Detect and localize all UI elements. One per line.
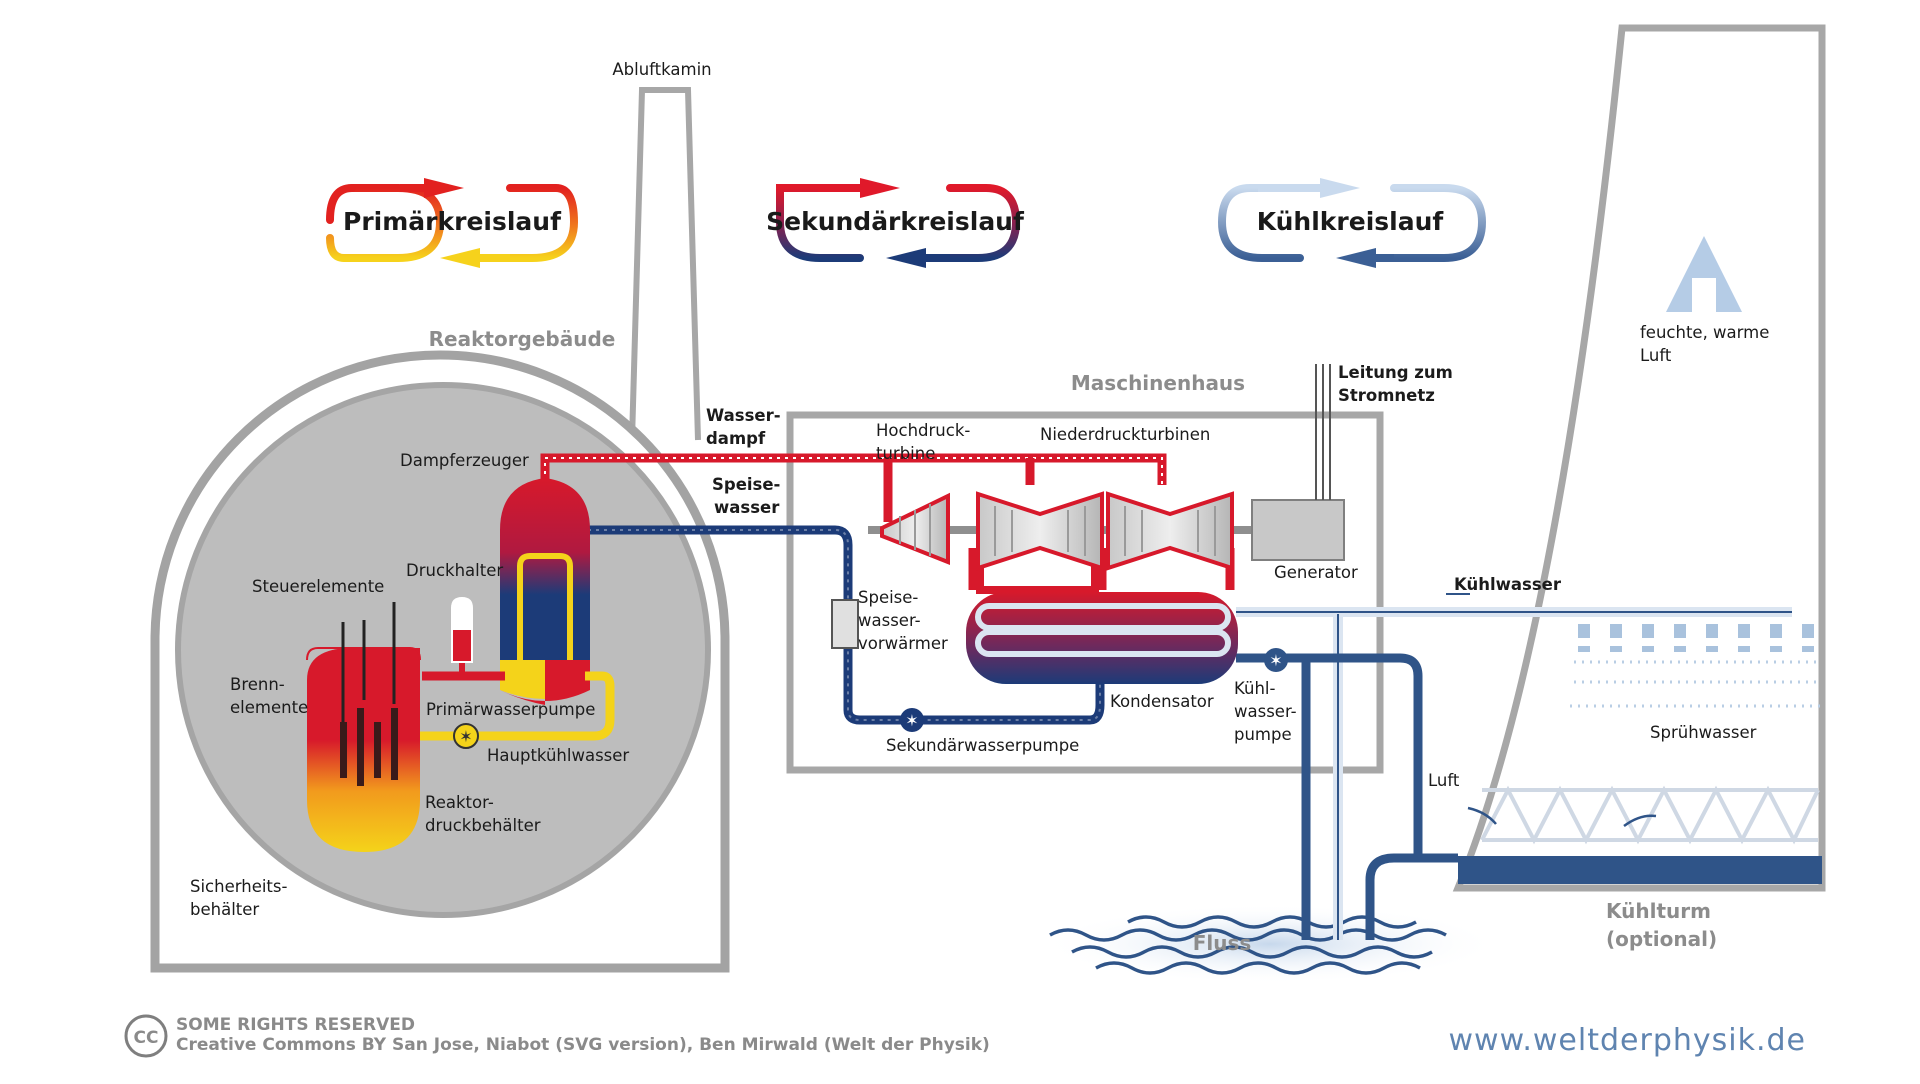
cooling-cycle-legend: Kühlkreislauf	[1217, 178, 1487, 268]
cooling-tower-label-1: Kühlturm	[1606, 899, 1711, 923]
cooling-pump-label-1: Kühl-	[1234, 679, 1275, 698]
feedwater-label-2: wasser	[714, 498, 780, 517]
preheater-label-3: vorwärmer	[858, 634, 948, 653]
chimney-label: Abluftkamin	[612, 60, 711, 79]
cooling-tower	[1452, 24, 1826, 892]
exhaust-chimney	[629, 87, 701, 441]
steam-generator-label: Dampferzeuger	[400, 451, 529, 470]
condenser	[966, 592, 1238, 684]
cooling-tower-label-2: (optional)	[1606, 927, 1717, 951]
condenser-label: Kondensator	[1110, 692, 1214, 711]
cooling-pipes	[1104, 593, 1792, 940]
primary-cycle-legend: Primärkreislauf	[326, 178, 579, 268]
pressurizer-label: Druckhalter	[406, 561, 503, 580]
humid-air-label-1: feuchte, warme	[1640, 323, 1769, 342]
containment-label-2: behälter	[190, 900, 259, 919]
river	[1040, 904, 1500, 984]
reactor-vessel-label-2: druckbehälter	[425, 816, 541, 835]
cooling-pump-label-2: wasser-	[1234, 702, 1297, 721]
air-arrow-right	[1623, 814, 1657, 828]
control-rods-label: Steuerelemente	[252, 577, 384, 596]
cooling-water-label: Kühlwasser	[1454, 575, 1562, 594]
fuel-elements	[340, 708, 398, 786]
air-arrow-left	[1467, 806, 1497, 825]
hp-turbine-label-1: Hochdruck-	[876, 421, 970, 440]
spray-water-label: Sprühwasser	[1650, 723, 1757, 742]
humid-air-arrow	[1666, 236, 1742, 312]
primary-water-pump: ✶	[453, 723, 479, 749]
humid-air-label-2: Luft	[1640, 346, 1672, 365]
grid-line-label-1: Leitung zum	[1338, 363, 1453, 382]
secondary-pump-label: Sekundärwasserpumpe	[886, 736, 1079, 755]
lp-turbine-1	[976, 491, 1104, 571]
preheater-label-2: wasser-	[858, 611, 921, 630]
spray-nozzles	[1578, 624, 1814, 652]
svg-text:✶: ✶	[459, 727, 472, 746]
generator	[1251, 499, 1345, 561]
containment-label-1: Sicherheits-	[190, 877, 287, 896]
svg-text:✶: ✶	[905, 711, 918, 730]
reactor-building-label: Reaktorgebäude	[429, 327, 616, 351]
secondary-cycle-legend: Sekundärkreislauf	[766, 178, 1025, 268]
cc-icon	[124, 1014, 168, 1058]
feedwater-label-1: Speise-	[712, 475, 780, 494]
secondary-cycle-label: Sekundärkreislauf	[766, 207, 1025, 236]
main-coolant-label: Hauptkühlwasser	[487, 746, 629, 765]
credit-text: Creative Commons BY San Jose, Niabot (SV…	[176, 1035, 990, 1055]
lp-turbines-label: Niederdruckturbinen	[1040, 425, 1210, 444]
fuel-elements-label-2: elemente	[230, 698, 308, 717]
cooling-water-pump: ✶	[1264, 648, 1288, 672]
steam-generator	[500, 478, 590, 690]
svg-text:CC: CC	[134, 1028, 159, 1048]
cooling-cycle-label: Kühlkreislauf	[1257, 207, 1445, 236]
rights-text: SOME RIGHTS RESERVED	[176, 1015, 415, 1035]
machine-house-label: Maschinenhaus	[1071, 371, 1245, 395]
steam-label-1: Wasser-	[706, 406, 781, 425]
grid-line	[1315, 364, 1331, 500]
primary-circuit: ✶	[306, 478, 615, 852]
svg-text:✶: ✶	[1269, 651, 1282, 670]
fuel-elements-label-1: Brenn-	[230, 675, 285, 694]
turbines	[868, 364, 1345, 571]
secondary-pump: ✶	[900, 708, 924, 732]
grid-line-label-2: Stromnetz	[1338, 386, 1435, 405]
steam-label-2: dampf	[706, 429, 766, 448]
cc-license: CC SOME RIGHTS RESERVED Creative Commons…	[124, 1014, 990, 1058]
control-rods	[341, 602, 396, 722]
cooling-pump-label-3: pumpe	[1234, 725, 1292, 744]
website-link[interactable]: www.weltderphysik.de	[1449, 1023, 1807, 1058]
preheater-label-1: Speise-	[858, 588, 918, 607]
reactor-vessel-label-1: Reaktor-	[425, 793, 494, 812]
feedwater-preheater	[831, 599, 859, 649]
primary-cycle-label: Primärkreislauf	[343, 207, 562, 236]
river-label: Fluss	[1193, 931, 1252, 955]
spray-droplets	[1570, 660, 1820, 708]
hp-turbine-label-2: turbine	[876, 444, 935, 463]
air-label: Luft	[1428, 771, 1460, 790]
generator-label: Generator	[1274, 563, 1358, 582]
primary-pump-label: Primärwasserpumpe	[426, 700, 595, 719]
lp-turbine-2	[1106, 491, 1234, 571]
